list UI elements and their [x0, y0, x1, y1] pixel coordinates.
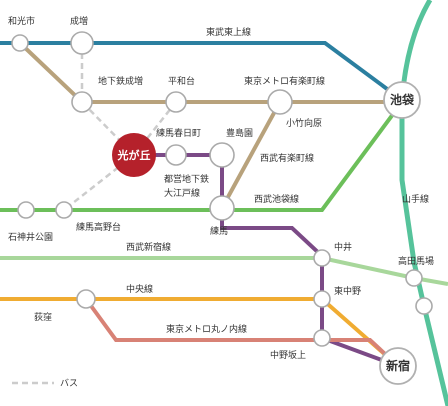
station-ikebukuro[interactable] [383, 81, 421, 119]
label-marunouchi: 東京メトロ丸ノ内線 [166, 323, 247, 335]
station-shakujii-koen[interactable] [17, 201, 35, 219]
label-tojo: 東武東上線 [206, 26, 251, 38]
station-unnamed-yamanote[interactable] [415, 297, 433, 315]
label-seibu-ikebukuro: 西武池袋線 [254, 193, 299, 205]
station-ogikubo[interactable] [76, 289, 96, 309]
station-nerima-kasugacho[interactable] [165, 144, 187, 166]
station-heiwadai[interactable] [165, 91, 187, 113]
label-higashi-nakano: 東中野 [334, 285, 361, 297]
label-nerima-takanodai: 練馬高野台 [76, 221, 121, 233]
label-takadanobaba: 高田馬場 [398, 255, 434, 267]
label-shakujii-koen: 石神井公園 [8, 231, 53, 243]
seibu-shinjuku-line [0, 256, 448, 286]
label-nerima-kasugacho: 練馬春日町 [156, 127, 201, 139]
label-oedo-2: 大江戸線 [164, 187, 200, 199]
label-nakano-sakaue: 中野坂上 [270, 349, 306, 361]
station-nerima[interactable] [209, 195, 235, 221]
label-wakoshi: 和光市 [8, 15, 35, 27]
label-yurakucho: 東京メトロ有楽町線 [244, 75, 325, 87]
station-hikarigaoka[interactable] [112, 133, 156, 177]
station-higashi-nakano[interactable] [313, 290, 331, 308]
label-narimasu: 成増 [70, 15, 88, 27]
station-toshimaen[interactable] [209, 142, 235, 168]
bus-route-heiwadai [133, 101, 177, 156]
station-shinjuku[interactable] [379, 347, 417, 385]
yamanote-line [399, 0, 448, 406]
label-nakai: 中井 [334, 241, 352, 253]
label-nerima: 練馬 [210, 225, 228, 237]
marunouchi-line [84, 297, 400, 368]
legend-bus-label: バス [60, 378, 78, 389]
station-chikatetsu-narimasu[interactable] [71, 91, 93, 113]
station-narimasu[interactable] [70, 31, 94, 55]
label-ogikubo: 荻窪 [34, 311, 52, 323]
station-wakoshi[interactable] [11, 34, 29, 52]
label-toshimaen: 豊島園 [226, 127, 253, 139]
station-hikarigaoka-label: 光が丘 [117, 148, 151, 162]
label-seibu-shinjuku: 西武新宿線 [126, 241, 171, 253]
seibu-ikebukuro-line [0, 100, 404, 212]
station-nakano-sakaue[interactable] [313, 329, 331, 347]
station-nakai[interactable] [313, 249, 331, 267]
station-kotake-mukaihara[interactable] [267, 89, 293, 115]
seibu-yurakucho-line [220, 101, 282, 209]
label-shinjuku: 新宿 [386, 358, 410, 373]
label-kotake-mukaihara: 小竹向原 [286, 117, 322, 129]
label-yamanote: 山手線 [402, 193, 429, 205]
station-takadanobaba[interactable] [405, 269, 423, 287]
label-ikebukuro: 池袋 [390, 92, 415, 107]
label-seibu-yurakucho: 西武有楽町線 [260, 152, 314, 164]
label-heiwadai: 平和台 [168, 75, 195, 87]
tobu-tojo-line [0, 41, 404, 102]
station-nerima-takanodai[interactable] [55, 201, 73, 219]
label-chikatetsu-narimasu: 地下鉄成増 [98, 75, 143, 87]
label-oedo-1: 都営地下鉄 [164, 173, 209, 185]
label-chuo: 中央線 [126, 283, 153, 295]
